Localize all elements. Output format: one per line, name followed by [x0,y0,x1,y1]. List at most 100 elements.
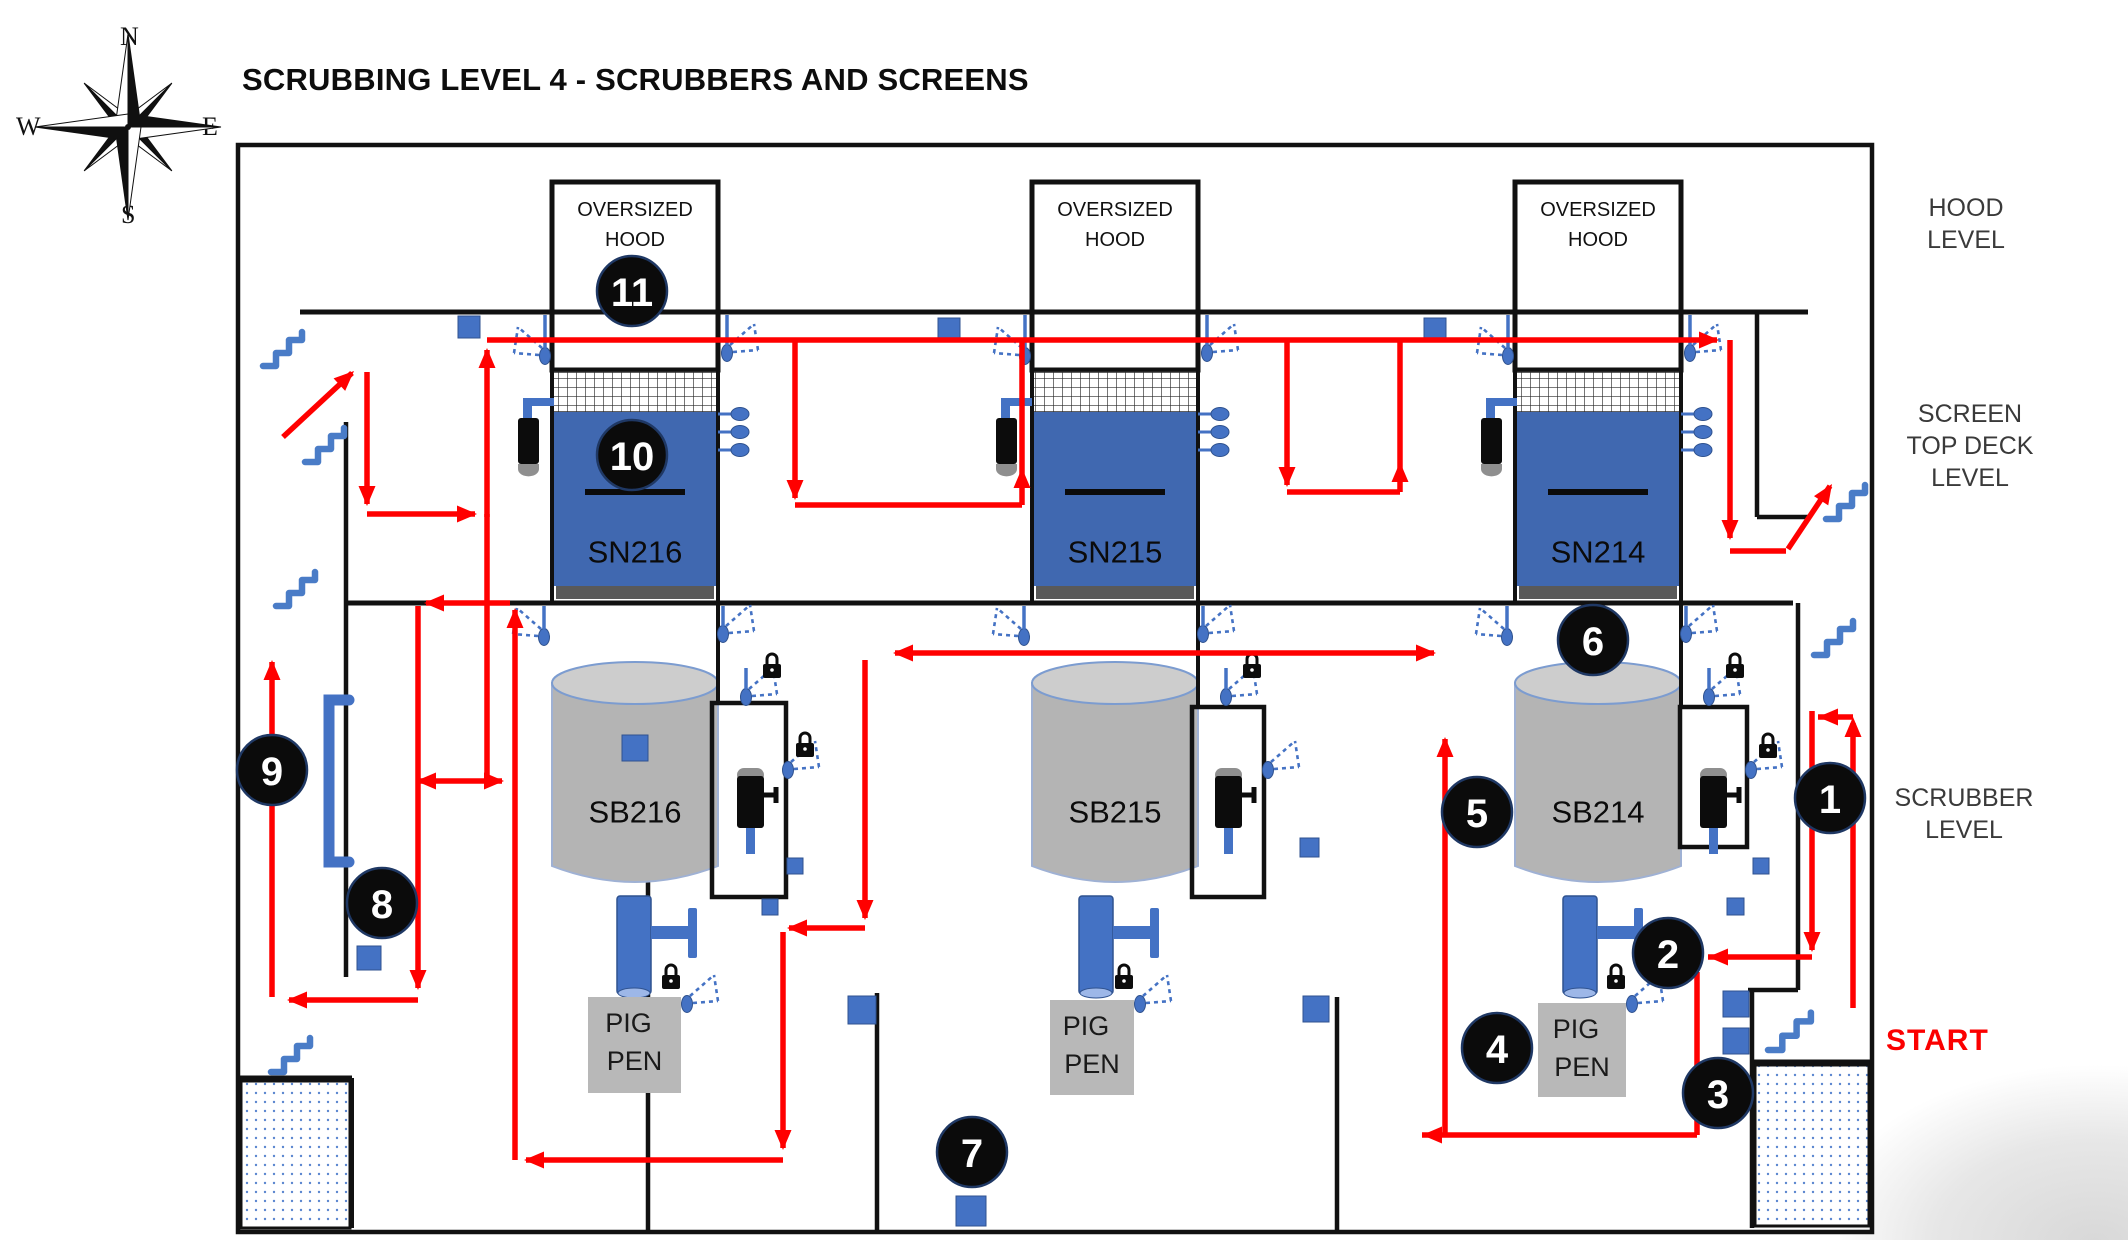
valve-edge [732,348,759,354]
marker-square [955,1195,987,1227]
route-arrowhead [524,1151,544,1169]
diagram-border [235,142,1875,1235]
valve-edge [517,326,543,349]
marker-square [621,734,649,762]
start-label: START [1886,1024,1989,1057]
valve-icon [721,344,733,362]
route-arrowhead [333,371,354,391]
route-arrowhead [1391,462,1409,482]
padlock-icon [763,652,781,678]
nozzle-icon [730,443,750,457]
valve-edge [813,740,821,768]
route-arrowhead [484,772,504,790]
valve-icon [1680,625,1692,643]
route-arrowhead [1699,331,1719,349]
valve-edge [1270,740,1296,763]
valve-icon [1501,628,1513,646]
screen-grate [1031,371,1199,413]
screen-body [1032,412,1198,586]
nozzle-icon [1693,407,1713,421]
nozzle-icon [1210,407,1230,421]
hood-label-line1: OVERSIZED [1540,199,1656,221]
waypoint-number: 9 [261,750,283,794]
screen-deck-line3: LEVEL [1931,464,2009,492]
hood-level-label: HOOD LEVEL [1927,192,2005,256]
screen-id-label: SN215 [1068,535,1163,570]
compass-north-label: N [120,22,139,51]
scrubber-level-label: SCRUBBER LEVEL [1895,782,2034,846]
hydrant-icon [1700,768,1727,854]
pig-pen-box [1538,1003,1626,1097]
padlock-icon [1243,652,1261,678]
stairs-icon [1822,481,1869,523]
valve-icon [1201,344,1213,362]
screen-top-deck-level-label: SCREEN TOP DECK LEVEL [1907,398,2034,494]
stairs-icon [1764,1009,1815,1054]
hood-level-line1: HOOD [1928,194,2004,222]
valve-icon [681,995,693,1013]
outlet-pipe-end [1563,987,1597,999]
hood-label-line2: HOOD [605,229,665,251]
route-arrowhead [787,919,807,937]
hood-label-line2: HOOD [1085,229,1145,251]
scrubber-id-label: SB215 [1068,795,1161,830]
outlet-pipe-end [617,987,651,999]
hood-label-line1: OVERSIZED [577,199,693,221]
marker-square [1722,1027,1750,1055]
valve-icon [538,628,550,646]
valve-edge [728,629,755,635]
route-arrowhead [1721,520,1739,540]
valve-edge [1293,740,1301,768]
stairs-icon [301,424,348,466]
route-arrowhead [409,970,427,990]
scrubber-level-line1: SCRUBBER [1894,784,2034,812]
valve-icon [740,688,752,706]
valve-edge [1228,604,1236,632]
route-arrowhead [1708,948,1728,966]
waypoint-number: 11 [611,271,653,315]
waypoint-number: 3 [1707,1073,1729,1117]
pig-pen-line2: PEN [1064,1049,1120,1079]
valve-icon [1684,344,1696,362]
oversized-hood-box [1512,179,1684,373]
marker-square [847,995,877,1025]
pig-pen-box [1050,1000,1134,1095]
valve-icon [1703,688,1715,706]
waypoint-number: 4 [1486,1028,1509,1072]
waypoint-marker-1 [1793,761,1867,835]
hood-label-line2: HOOD [1568,229,1628,251]
waypoint-marker-5 [1440,775,1514,849]
valve-edge [1756,765,1783,771]
valve-edge [729,323,755,346]
marker-square [1752,857,1770,875]
waypoint-number: 2 [1657,933,1679,977]
oversized-hood-box [1029,179,1201,373]
outlet-pipe [1078,895,1114,995]
valve-edge [1209,323,1235,346]
route-arrowhead [263,660,281,680]
scrubber-vessel [1031,682,1199,883]
outlet-branch-flange [688,908,697,958]
route-arrowhead [1278,467,1296,487]
padlock-icon [1726,652,1744,678]
outlet-branch-pipe [1597,926,1637,939]
valve-edge [689,974,715,997]
valve-edge [991,607,999,635]
compass-rose-icon [34,33,222,221]
outlet-branch-pipe [651,926,691,939]
valve-edge [793,765,820,771]
marker-square [1423,317,1447,341]
screen-grate [1514,371,1682,413]
waypoint-number: 7 [961,1132,983,1176]
marker-square [1726,897,1745,916]
valve-edge [1688,604,1714,627]
pig-pen-line1: PIG [1063,1011,1110,1041]
nozzle-icon [1210,443,1230,457]
screen-body [1515,412,1681,586]
valve-edge [1212,348,1239,354]
valve-edge [1715,323,1723,351]
hydrant-icon [1215,768,1242,854]
marker-square [1302,995,1330,1023]
valve-icon [539,347,551,365]
